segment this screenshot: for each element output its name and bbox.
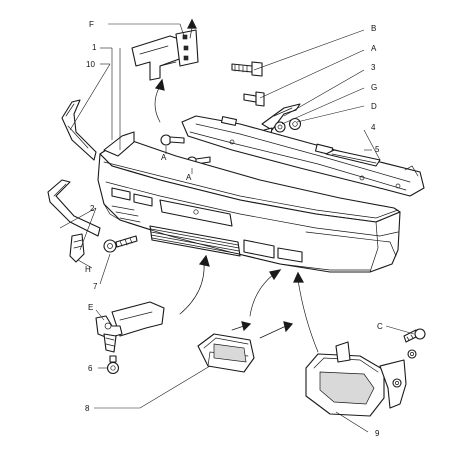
screw-6: [106, 355, 120, 375]
callout-a-left2: A: [186, 173, 192, 182]
callout-d: D: [371, 102, 377, 111]
molding-2: [47, 179, 101, 237]
callout-f: F: [89, 20, 94, 29]
screw-c: [403, 328, 426, 343]
lamp-bracket-9: [335, 341, 407, 409]
clip-h: [69, 233, 85, 263]
callout-e: E: [88, 303, 93, 312]
callout-7: 7: [93, 282, 98, 291]
callout-6: 6: [88, 364, 93, 373]
callout-h: H: [85, 265, 91, 274]
bolt-a-right: [243, 91, 265, 107]
washer-g: [274, 121, 286, 133]
fog-lamp-9: [305, 353, 385, 417]
callout-4: 4: [371, 123, 376, 132]
assembly-arrows: [154, 18, 319, 353]
bracket-f: [131, 29, 199, 81]
callout-2: 2: [90, 204, 95, 213]
nut-d: [288, 117, 302, 131]
bumper-cover: [97, 131, 401, 273]
callout-5: 5: [375, 145, 380, 154]
callout-a-top: A: [371, 44, 377, 53]
callout-1: 1: [92, 43, 97, 52]
fog-lamp-8: [197, 333, 255, 373]
callout-labels: F B A 3 G D 4 5 1 10 A A 2 H 7 E 6 8 C 9: [85, 20, 383, 438]
callout-c: C: [377, 322, 383, 331]
leader-lines: [59, 23, 415, 433]
callout-a-left1: A: [161, 153, 167, 162]
callout-10: 10: [86, 60, 95, 69]
nut-small: [407, 349, 417, 359]
lower-bracket-e: [95, 301, 165, 353]
callout-g: G: [371, 83, 377, 92]
callout-3: 3: [371, 63, 376, 72]
bolt-a-left-upper: [160, 134, 185, 146]
callout-b: B: [371, 24, 376, 33]
callout-8: 8: [85, 404, 90, 413]
callout-9: 9: [375, 429, 380, 438]
molding-10: [61, 99, 97, 161]
bolt-7: [103, 235, 138, 253]
